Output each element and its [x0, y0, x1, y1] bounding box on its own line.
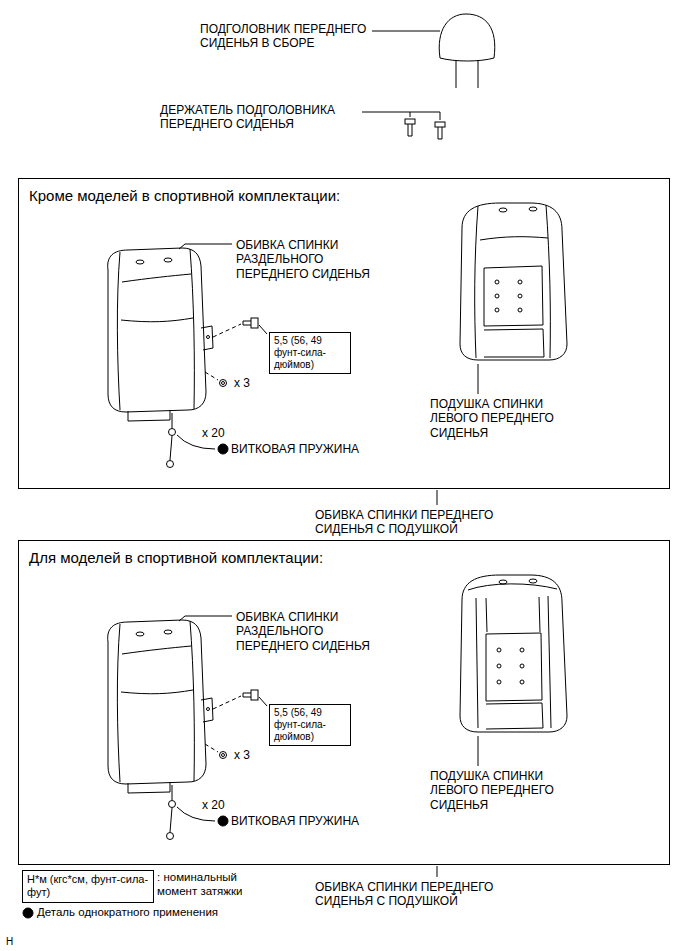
legend-text: Деталь однократного применения [37, 906, 218, 920]
leader-line [362, 112, 440, 120]
legend-dot [23, 908, 33, 918]
part-name: ОБИВКА СПИНКИ РАЗДЕЛЬНОГО ПЕРЕДНЕГО СИДЕ… [236, 238, 386, 281]
figure-code: H [6, 936, 13, 948]
leader-line [372, 31, 440, 32]
quantity: x 3 [234, 376, 250, 390]
frame-heading: Кроме моделей в спортивной комплектации: [19, 179, 669, 212]
part-name: ОБИВКА СПИНКИ РАЗДЕЛЬНОГО ПЕРЕДНЕГО СИДЕ… [236, 610, 386, 653]
part-name: ПОДУШКА СПИНКИ ЛЕВОГО ПЕРЕДНЕГО СИДЕНЬЯ [430, 769, 580, 812]
frame-heading: Для моделей в спортивной комплектации: [19, 541, 669, 574]
torque-box: 5,5 (56, 49 фунт-сила-дюймов) [269, 704, 351, 746]
box-text: 5,5 (56, 49 фунт-сила-дюймов) [274, 335, 346, 371]
cushion-illustration [460, 203, 567, 360]
part-name: ОБИВКА СПИНКИ ПЕРЕДНЕГО СИДЕНЬЯ С ПОДУШК… [315, 508, 530, 537]
part-name: ВИТКОВАЯ ПРУЖИНА [231, 814, 359, 828]
torque-box: 5,5 (56, 49 фунт-сила-дюймов) [269, 332, 351, 374]
part-name: ВИТКОВАЯ ПРУЖИНА [231, 442, 359, 456]
part-name: ПОДУШКА СПИНКИ ЛЕВОГО ПЕРЕДНЕГО СИДЕНЬЯ [430, 397, 580, 440]
quantity: x 20 [202, 426, 225, 440]
headrest-support [405, 119, 415, 124]
cushion-illustration [460, 575, 567, 732]
legend-torque-box: Н*м (кгс*см, фунт-сила-фут) [22, 870, 154, 903]
quantity: x 3 [234, 748, 250, 762]
part-name: ПОДГОЛОВНИК ПЕРЕДНЕГО СИДЕНЬЯ В СБОРЕ [200, 22, 400, 51]
leader-line [437, 490, 438, 877]
part-name: ДЕРЖАТЕЛЬ ПОДГОЛОВНИКА ПЕРЕДНЕГО СИДЕНЬЯ [160, 103, 355, 132]
headrest [439, 14, 495, 61]
box-text: 5,5 (56, 49 фунт-сила-дюймов) [274, 707, 346, 743]
quantity: x 20 [202, 798, 225, 812]
part-name: ОБИВКА СПИНКИ ПЕРЕДНЕГО СИДЕНЬЯ С ПОДУШК… [315, 880, 530, 909]
box-text: Н*м (кгс*см, фунт-сила-фут) [27, 873, 149, 899]
legend-text: : номинальный момент затяжки [157, 871, 257, 899]
